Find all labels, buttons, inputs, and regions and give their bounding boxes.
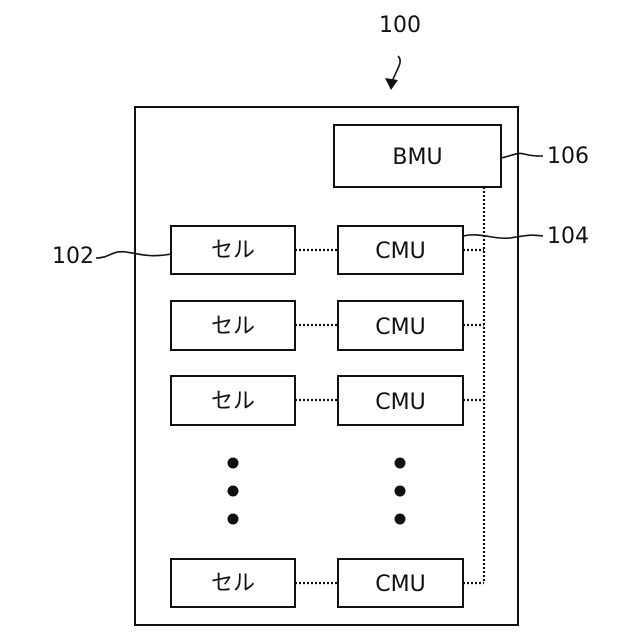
arrow-100-head-icon <box>385 78 398 90</box>
cell-label-2: セル <box>211 314 255 339</box>
ellipsis-dot-cell-2 <box>228 486 239 497</box>
ellipsis-dot-cmu-2 <box>395 486 406 497</box>
ellipsis-dot-cmu-3 <box>395 514 406 525</box>
ref-label-106: 106 <box>547 144 589 169</box>
ellipsis-dot-cell-1 <box>228 458 239 469</box>
ref-label-100: 100 <box>379 13 421 38</box>
bmu-label: BMU <box>392 145 442 170</box>
ref-label-102: 102 <box>52 244 94 269</box>
cell-label-3: セル <box>211 389 255 414</box>
cmu-label-3: CMU <box>375 390 425 415</box>
arrow-100-icon <box>392 56 400 82</box>
cmu-label-1: CMU <box>375 239 425 264</box>
cmu-label-4: CMU <box>375 572 425 597</box>
cell-label-4: セル <box>211 571 255 596</box>
ref-label-104: 104 <box>547 224 589 249</box>
ellipsis-dot-cmu-1 <box>395 458 406 469</box>
ellipsis-dot-cell-3 <box>228 514 239 525</box>
cmu-label-2: CMU <box>375 315 425 340</box>
cell-label-1: セル <box>211 238 255 263</box>
